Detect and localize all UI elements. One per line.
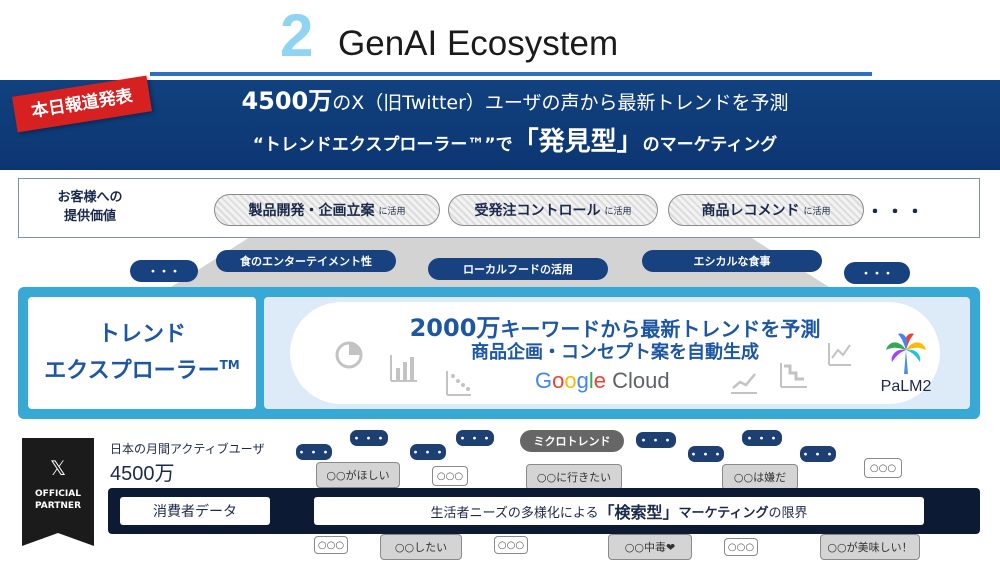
- tag-ethical-food: エシカルな食事: [642, 250, 822, 272]
- chat-dots: ・・・: [636, 432, 676, 448]
- limit-text-pre: 生活者ニーズの多様化による: [430, 505, 599, 521]
- product-name: トレンド エクスプローラーTM: [28, 320, 256, 386]
- chat-dots: ・・・: [456, 430, 494, 446]
- value-pill-label: 製品開発・企画立案: [248, 203, 375, 219]
- limit-text-post: の限界: [768, 505, 808, 521]
- genai-subline: 商品企画・コンセプト案を自動生成: [471, 342, 759, 363]
- customer-value-label-line1: お客様への: [57, 190, 123, 205]
- banner-line-1-text: のX（旧Twitter）ユーザの声から最新トレンドを予測: [332, 92, 789, 114]
- micro-trend-tag: ミクロトレンド: [520, 430, 624, 452]
- voice-bubble: ○○中毒❤: [608, 534, 692, 560]
- google-letter: G: [535, 368, 553, 393]
- voice-bubble: ○○が美味しい！: [820, 534, 920, 560]
- genai-headline-text: キーワードから最新トレンドを予測: [500, 317, 821, 341]
- voice-dots: ○○○: [864, 458, 902, 478]
- value-pill-order-control: 受発注コントロールに活用: [448, 194, 658, 226]
- voice-bubble: ○○に行きたい: [526, 464, 622, 490]
- mau-value: 4500万: [110, 463, 175, 485]
- customer-value-label: お客様への 提供価値: [30, 188, 150, 226]
- official-partner-text: OFFICIAL PARTNER: [22, 488, 94, 512]
- voice-dots: ○○○: [494, 536, 528, 554]
- cloud-word: Cloud: [606, 368, 670, 393]
- google-cloud-logo: Google Cloud: [535, 368, 670, 394]
- x-logo-icon: 𝕏: [49, 458, 67, 480]
- chat-dots: ・・・: [742, 430, 782, 446]
- x-partner-badge: [22, 438, 94, 546]
- mau-label: 日本の月間アクティブユーザ: [110, 442, 265, 456]
- product-name-line2: エクスプローラー: [44, 358, 220, 384]
- bar-chart-icon: [390, 355, 417, 382]
- limit-text-mid: マーケティング: [678, 505, 769, 521]
- tag-dots-right: ・・・: [844, 262, 910, 284]
- voice-bubble: ○○したい: [380, 534, 462, 560]
- value-pill-recommend: 商品レコメンドに活用: [668, 194, 864, 226]
- partner-text: PARTNER: [34, 501, 81, 511]
- chat-dots: ・・・: [800, 446, 836, 462]
- scatter-plot-icon: [446, 371, 471, 396]
- chat-dots: ・・・: [688, 446, 724, 462]
- trend-line-icon: [828, 343, 851, 366]
- voice-dots: ○○○: [432, 466, 468, 486]
- banner-line-2-post: のマーケティング: [642, 135, 778, 155]
- banner-line-2-pre: “トレンドエクスプローラー™”で: [252, 135, 513, 155]
- search-marketing-limit: 生活者ニーズの多様化による「検索型」マーケティングの限界: [314, 497, 924, 525]
- palm-tree-icon: [886, 333, 926, 374]
- product-name-line1: トレンド: [97, 322, 186, 347]
- banner-line-2: “トレンドエクスプローラー™”で「発見型」のマーケティング: [210, 124, 820, 163]
- announcement-banner: [0, 80, 1000, 170]
- value-pill-label: 商品レコメンド: [701, 203, 800, 219]
- chat-dots: ・・・: [350, 430, 388, 446]
- chat-dots: ・・・: [410, 444, 446, 460]
- value-pill-suffix: に活用: [604, 206, 632, 217]
- customer-value-label-line2: 提供価値: [63, 209, 116, 224]
- value-more-dots: ・・・: [866, 202, 926, 223]
- genai-oval: [290, 302, 940, 404]
- voice-bubble: ○○がほしい: [316, 462, 400, 488]
- official-text: OFFICIAL: [35, 489, 81, 499]
- product-name-box: [28, 297, 256, 409]
- google-letter: o: [564, 368, 577, 393]
- keyword-count: 2000万: [409, 314, 501, 342]
- step-chart-icon: [780, 363, 807, 388]
- value-pill-suffix: に活用: [803, 206, 831, 217]
- limit-highlight: 「検索型」: [598, 503, 679, 522]
- banner-line-1: 4500万のX（旧Twitter）ユーザの声から最新トレンドを予測: [210, 86, 820, 118]
- consumer-data-label: 消費者データ: [120, 497, 270, 525]
- google-letter: l: [588, 368, 594, 393]
- pie-chart-icon: [335, 341, 363, 369]
- value-pill-product-planning: 製品開発・企画立案に活用: [214, 194, 440, 226]
- title-underline: [150, 72, 872, 76]
- tag-food-entertainment: 食のエンターテイメント性: [216, 250, 396, 272]
- google-letter: g: [576, 368, 589, 393]
- google-letter: o: [552, 368, 565, 393]
- line-chart-icon: [731, 373, 757, 394]
- chat-dots: ・・・: [296, 444, 332, 460]
- section-number: 2: [280, 2, 314, 69]
- trademark-mark: TM: [219, 358, 240, 372]
- value-pill-label: 受発注コントロール: [474, 203, 601, 219]
- tag-dots-left: ・・・: [130, 260, 198, 282]
- genai-headline: 2000万キーワードから最新トレンドを予測: [290, 308, 940, 343]
- slide-title: GenAI Ecosystem: [338, 24, 619, 63]
- banner-user-count: 4500万: [241, 87, 333, 115]
- palm2-label: PaLM2: [880, 378, 932, 395]
- voice-dots: ○○○: [724, 538, 758, 556]
- voice-dots: ○○○: [314, 536, 348, 554]
- banner-highlight: 「発見型」: [512, 127, 643, 157]
- google-letter: e: [593, 368, 607, 393]
- voice-bubble: ○○は嫌だ: [722, 464, 798, 490]
- tag-local-food: ローカルフードの活用: [428, 258, 608, 280]
- value-pill-suffix: に活用: [378, 206, 406, 217]
